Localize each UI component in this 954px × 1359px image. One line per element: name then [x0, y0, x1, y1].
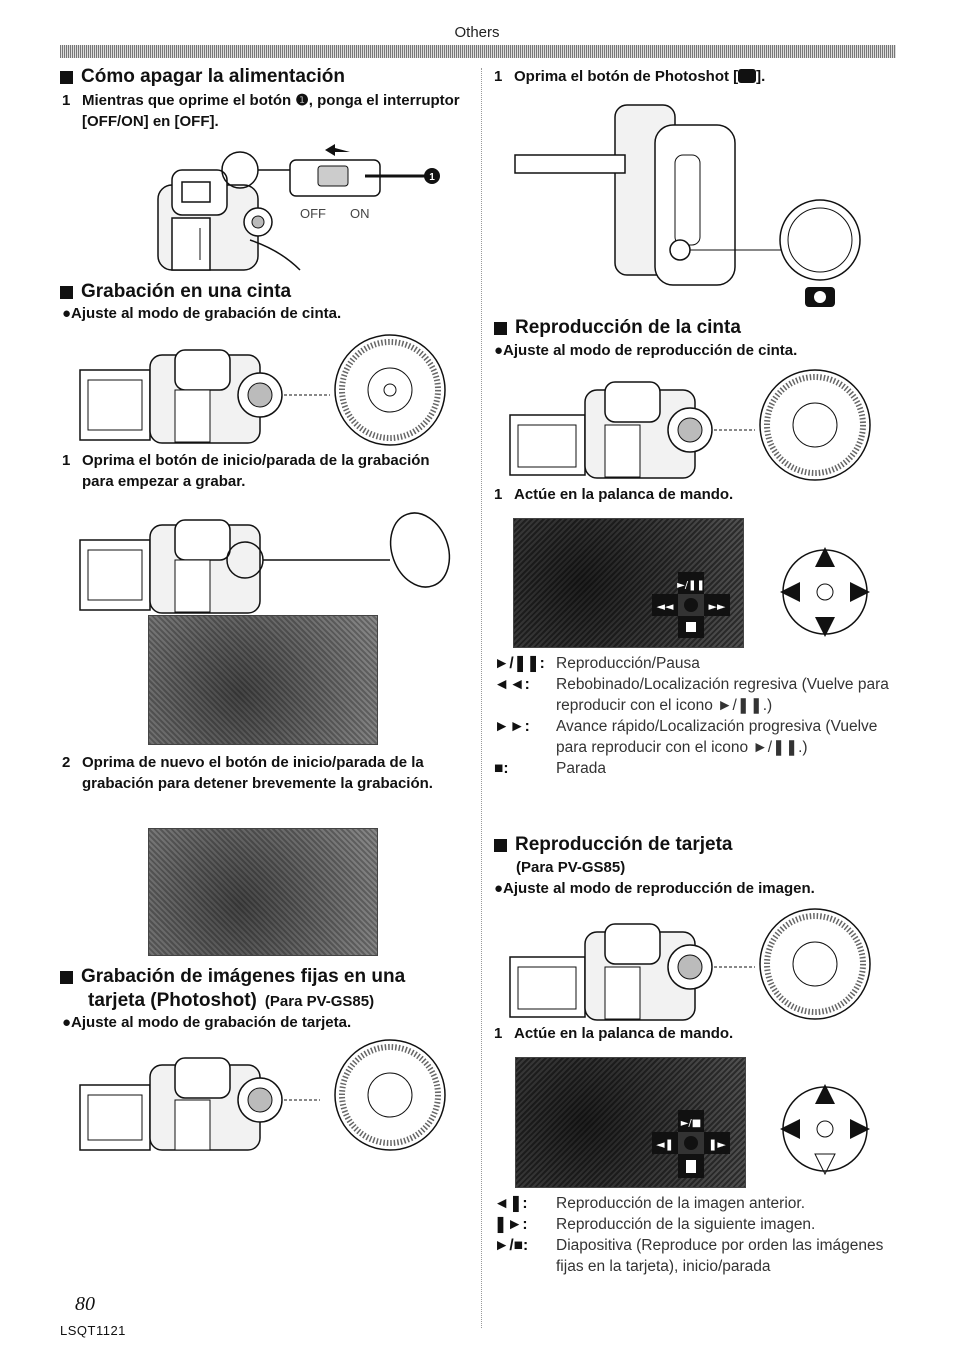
column-divider [481, 68, 482, 1328]
legend-row: ◄◄: Rebobinado/Localización regresiva (V… [494, 676, 889, 714]
camera-play-mode-dial-figure [509, 369, 871, 481]
tape-play-bullet: ●Ajuste al modo de reproducción de cinta… [494, 342, 798, 359]
card-rec-bullet: ●Ajuste al modo de grabación de tarjeta. [62, 1014, 352, 1031]
tape-rec-bullet: ●Ajuste al modo de grabación de cinta. [62, 305, 342, 322]
header-bar [60, 45, 896, 58]
power-off-heading: Cómo apagar la alimentación [60, 66, 345, 88]
card-play-step1: 1 Actúe en la palanca de mando. [494, 1025, 734, 1042]
svg-text:◄❚: ◄❚ [656, 1138, 674, 1151]
heading-square-icon [60, 285, 73, 299]
legend-row: ■: Parada [494, 760, 606, 777]
card-play-heading: Reproducción de tarjeta [494, 834, 733, 856]
recording-screen-image [148, 615, 378, 745]
section-label: Others [454, 24, 500, 41]
power-off-step1: 1 Mientras que oprime el botón ❶, ponga … [62, 92, 460, 130]
camera-card-mode-dial-figure [79, 1039, 446, 1151]
legend-row: ►/❚❚: Reproducción/Pausa [494, 655, 700, 672]
tape-play-legend: ►/❚❚: Reproducción/Pausa ◄◄: Rebobinado/… [494, 653, 894, 779]
camera-card-play-mode-dial-figure [509, 908, 871, 1021]
card-play-model: (Para PV-GS85) [516, 859, 626, 876]
heading-square-icon [60, 70, 73, 84]
joystick-tape-icon [780, 547, 870, 637]
camera-power-switch-figure: 1 OFF ON [157, 144, 440, 271]
callout-number: 1 [429, 172, 435, 183]
model-code: LSQT1121 [60, 1323, 126, 1338]
tape-playback-screen [513, 518, 744, 648]
heading-square-icon [494, 321, 507, 335]
heading-square-icon [494, 838, 507, 852]
tape-rec-step2: 2 Oprima de nuevo el botón de inicio/par… [62, 754, 433, 792]
play-pause-icon [678, 572, 704, 594]
legend-row: ❚►: Reproducción de la siguiente imagen. [494, 1216, 816, 1233]
paused-screen-image [148, 828, 378, 956]
card-rec-heading: Grabación de imágenes fijas en una [60, 966, 405, 988]
legend-row: ►►: Avance rápido/Localización progresiv… [494, 718, 878, 756]
next-image-icon [704, 1132, 730, 1154]
camera-icon [738, 69, 757, 83]
rewind-icon [652, 594, 678, 616]
tape-playback-controls-overlay: ►/❚❚ ◄◄ ►► [652, 572, 730, 638]
card-playback-screen [515, 1057, 746, 1188]
svg-text:►/❚❚: ►/❚❚ [677, 580, 705, 591]
tape-rec-heading: Grabación en una cinta [60, 281, 291, 303]
camera-photoshot-button-figure [514, 104, 861, 307]
card-play-bullet: ●Ajuste al modo de reproducción de image… [494, 880, 815, 897]
tape-play-heading: Reproducción de la cinta [494, 317, 741, 339]
photoshot-step1: 1 Oprima el botón de Photoshot []. [494, 68, 766, 85]
switch-on-label: ON [350, 206, 370, 221]
heading-square-icon [60, 970, 73, 984]
camera-mode-dial-figure [79, 334, 446, 446]
previous-image-icon [652, 1132, 678, 1154]
card-playback-controls-overlay: ►/■ ◄❚ ❚► [652, 1110, 730, 1178]
fast-forward-icon [704, 594, 730, 616]
card-play-legend: ◄❚: Reproducción de la imagen anterior. … [494, 1193, 899, 1277]
legend-row: ►/■: Diapositiva (Reproduce por orden la… [494, 1237, 884, 1275]
slideshow-icon [678, 1110, 704, 1132]
card-rec-heading-line2: tarjeta (Photoshot) (Para PV-GS85) [88, 990, 375, 1011]
camera-record-button-figure [79, 512, 451, 614]
joystick-card-icon [780, 1084, 870, 1176]
tape-rec-step1: 1 Oprima el botón de inicio/parada de la… [62, 452, 430, 490]
page-number: 80 [75, 1293, 95, 1315]
svg-text:◄◄: ◄◄ [657, 600, 674, 613]
tape-play-step1: 1 Actúe en la palanca de mando. [494, 486, 734, 503]
switch-off-label: OFF [300, 206, 326, 221]
svg-text:►►: ►► [709, 600, 726, 613]
legend-row: ◄❚: Reproducción de la imagen anterior. [494, 1195, 806, 1212]
svg-text:❚►: ❚► [708, 1138, 726, 1151]
svg-text:►/■: ►/■ [681, 1118, 702, 1129]
